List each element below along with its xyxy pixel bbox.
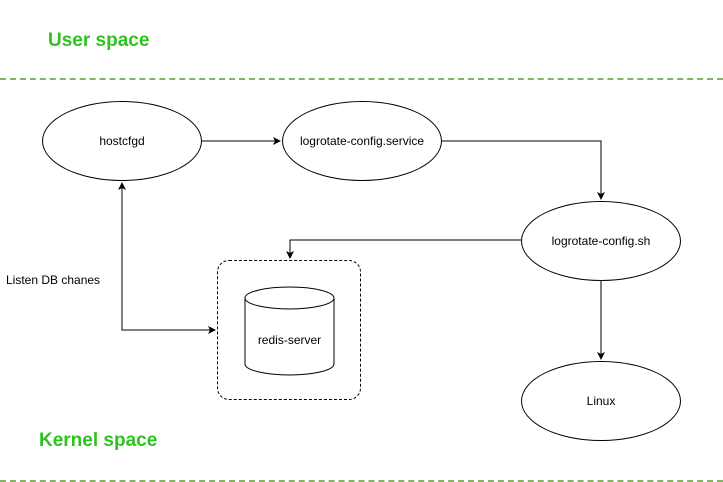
redis-server-label: redis-server: [257, 333, 322, 347]
node-logrotate-config-sh-label: logrotate-config.sh: [551, 234, 651, 248]
node-linux-label: Linux: [586, 394, 616, 408]
edge-hostcfgd-redis: [118, 182, 216, 334]
node-logrotate-config-sh[interactable]: logrotate-config.sh: [521, 201, 681, 281]
node-hostcfgd[interactable]: hostcfgd: [42, 101, 202, 181]
user-kernel-divider: [0, 78, 723, 80]
node-linux[interactable]: Linux: [521, 361, 681, 441]
edge-service-to-sh: [442, 140, 605, 200]
node-logrotate-config-service-label: logrotate-config.service: [299, 134, 425, 148]
node-hostcfgd-label: hostcfgd: [99, 134, 145, 148]
node-logrotate-config-service[interactable]: logrotate-config.service: [282, 101, 442, 181]
database-cylinder-icon: [244, 286, 335, 376]
listen-db-changes-label: Listen DB chanes: [6, 273, 101, 287]
user-space-label: User space: [48, 30, 150, 51]
edge-sh-to-redis: [286, 239, 521, 259]
kernel-space-label: Kernel space: [39, 430, 158, 451]
kernel-bottom-divider: [0, 480, 723, 482]
redis-server-container[interactable]: [217, 260, 361, 400]
